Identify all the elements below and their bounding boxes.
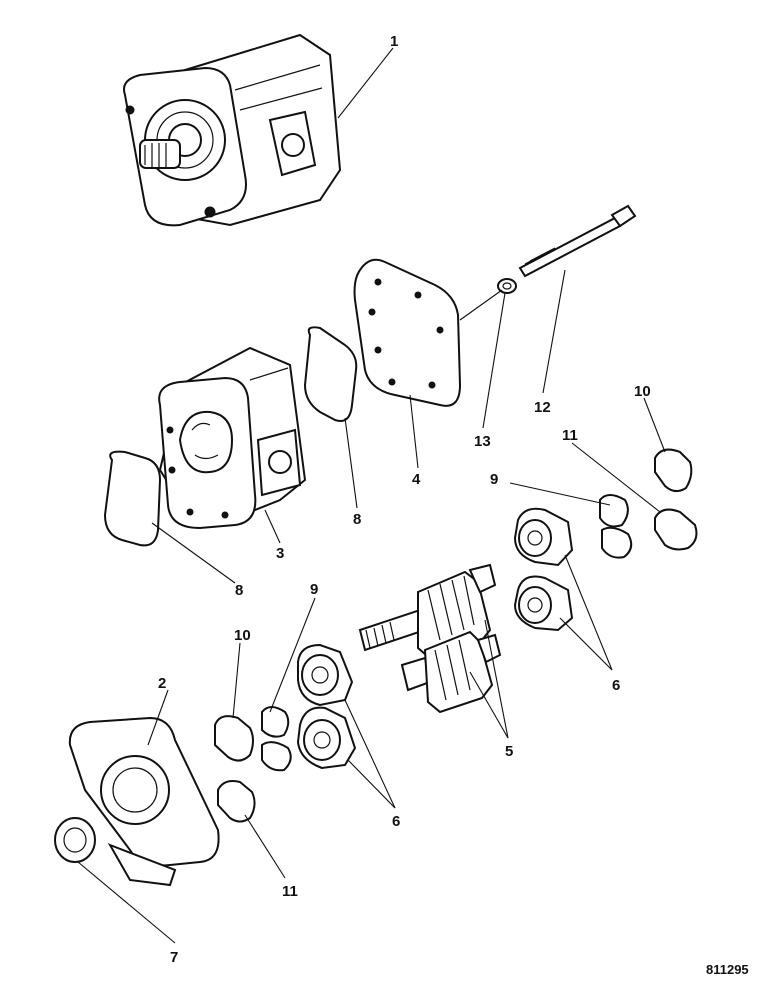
callout-10b: 10 (634, 383, 651, 400)
part-3-pump-housing (158, 346, 307, 530)
part-12-bolt (518, 204, 637, 278)
callout-4: 4 (412, 471, 421, 488)
part-11-seal-upper (654, 508, 698, 551)
part-8-seal-left (103, 450, 162, 547)
callout-6a: 6 (612, 677, 620, 694)
part-9-seal-lower (261, 706, 292, 772)
callout-9b: 9 (490, 471, 498, 488)
callout-11b: 11 (562, 427, 578, 444)
part-5-driven-gear (400, 630, 502, 714)
part-8-seal-right (303, 326, 358, 422)
part-6-bearing-lower-b (296, 706, 357, 770)
callout-labels: 1 2 3 4 5 6 6 7 8 8 9 9 10 10 11 11 12 1… (158, 33, 749, 977)
part-6-bearing-upper-b (513, 575, 574, 632)
part-6-bearing-upper-a (513, 507, 574, 567)
part-1-assembled-pump (123, 33, 342, 227)
part-10-seal-upper (654, 448, 693, 492)
part-13-washer (497, 278, 517, 294)
reference-number: 811295 (706, 962, 749, 977)
part-6-bearing-lower-a (297, 643, 354, 707)
callout-13: 13 (474, 433, 491, 450)
callout-10a: 10 (234, 627, 251, 644)
callout-2: 2 (158, 675, 166, 692)
part-10-seal-lower (214, 715, 254, 762)
part-11-seal-lower (217, 780, 256, 823)
leader-lines (77, 47, 666, 944)
part-2-mounting-flange (68, 716, 220, 887)
callout-6b: 6 (392, 813, 400, 830)
callout-8a: 8 (235, 582, 243, 599)
part-7-shaft-seal (54, 817, 96, 863)
callout-12: 12 (534, 399, 551, 416)
callout-8b: 8 (353, 511, 361, 528)
callout-7: 7 (170, 949, 178, 966)
part-4-cover-plate (353, 258, 462, 407)
callout-1: 1 (390, 33, 398, 50)
callout-9a: 9 (310, 581, 318, 598)
callout-5: 5 (505, 743, 513, 760)
callout-11a: 11 (282, 883, 298, 900)
part-9-seal-upper (599, 494, 633, 559)
callout-3: 3 (276, 545, 284, 562)
